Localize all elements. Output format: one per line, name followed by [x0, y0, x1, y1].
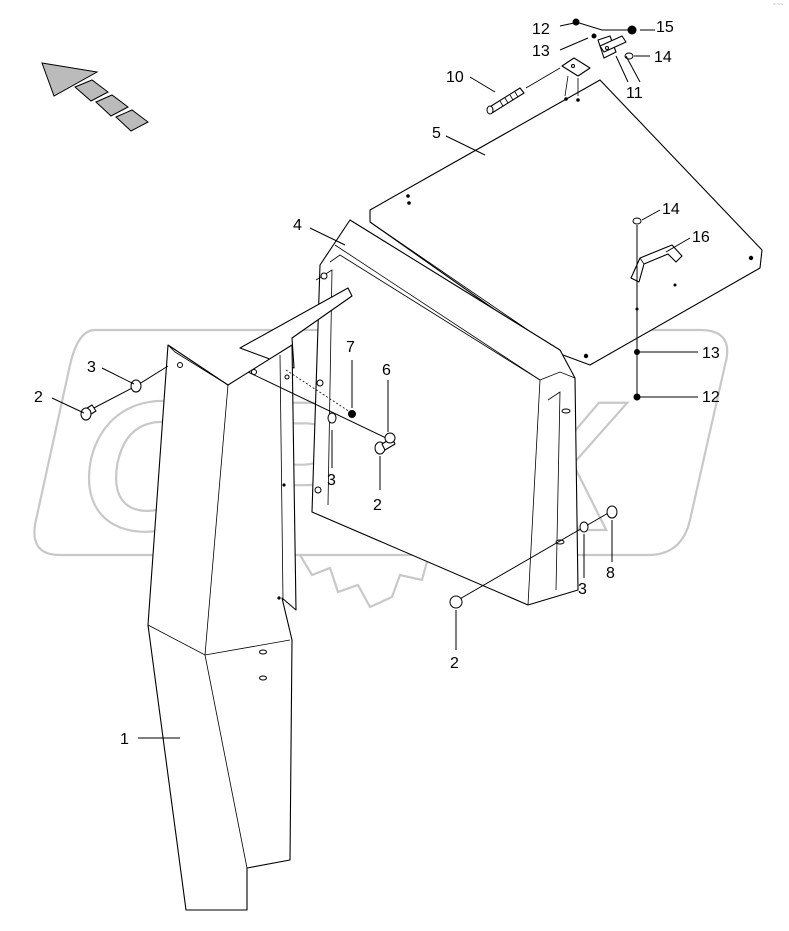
callout-4: 4 — [293, 217, 302, 234]
washer-top — [591, 33, 597, 39]
lid — [369, 79, 763, 366]
upright-cover-panel — [147, 344, 297, 911]
callout-6: 6 — [382, 362, 391, 379]
hinge-pin — [486, 67, 561, 115]
bolt-center-b — [384, 432, 396, 444]
callout-2a: 2 — [34, 389, 43, 406]
callout-5: 5 — [432, 125, 441, 142]
callout-14b: 14 — [662, 201, 680, 218]
nut-lid — [633, 393, 641, 401]
fasteners — [80, 18, 642, 609]
callout-2b: 2 — [373, 497, 382, 514]
watermark-gear-teeth — [299, 554, 430, 609]
callout-2c: 2 — [450, 655, 459, 672]
washer-left — [130, 379, 142, 393]
callout-15: 15 — [656, 19, 674, 36]
callout-11: 11 — [626, 85, 643, 102]
washer-right — [579, 521, 589, 533]
hinge-assembly — [561, 35, 627, 102]
nut-right — [606, 505, 618, 519]
callout-3c: 3 — [578, 581, 587, 598]
box-housing — [311, 219, 579, 606]
callout-1: 1 — [120, 731, 129, 748]
watermark-badge-outline — [33, 328, 729, 557]
callout-12b: 12 — [702, 389, 720, 406]
handle — [630, 244, 683, 283]
callout-labels: 1 2 2 2 3 3 3 4 5 6 7 8 10 11 12 12 13 1… — [34, 19, 720, 748]
washer-lid — [634, 349, 640, 355]
nut-center — [348, 410, 356, 418]
callout-10: 10 — [446, 69, 464, 86]
leader-lines — [51, 22, 698, 739]
callout-3a: 3 — [87, 359, 96, 376]
corner-mark: ~ ~~ — [772, 2, 783, 8]
callout-12a: 12 — [532, 21, 550, 38]
callout-13b: 13 — [702, 345, 720, 362]
callout-8: 8 — [606, 565, 615, 582]
direction-arrow-icon — [41, 62, 149, 132]
callout-3b: 3 — [327, 472, 336, 489]
cap-nut-top — [627, 25, 637, 35]
washer-center — [327, 412, 337, 424]
callout-14a: 14 — [654, 49, 672, 66]
screw-lid — [632, 217, 642, 225]
bolt-bottom — [449, 595, 463, 609]
callout-7: 7 — [346, 339, 355, 356]
nut-top — [572, 18, 580, 26]
bolt-left — [80, 404, 97, 421]
callout-13a: 13 — [532, 43, 550, 60]
callout-16: 16 — [692, 229, 710, 246]
